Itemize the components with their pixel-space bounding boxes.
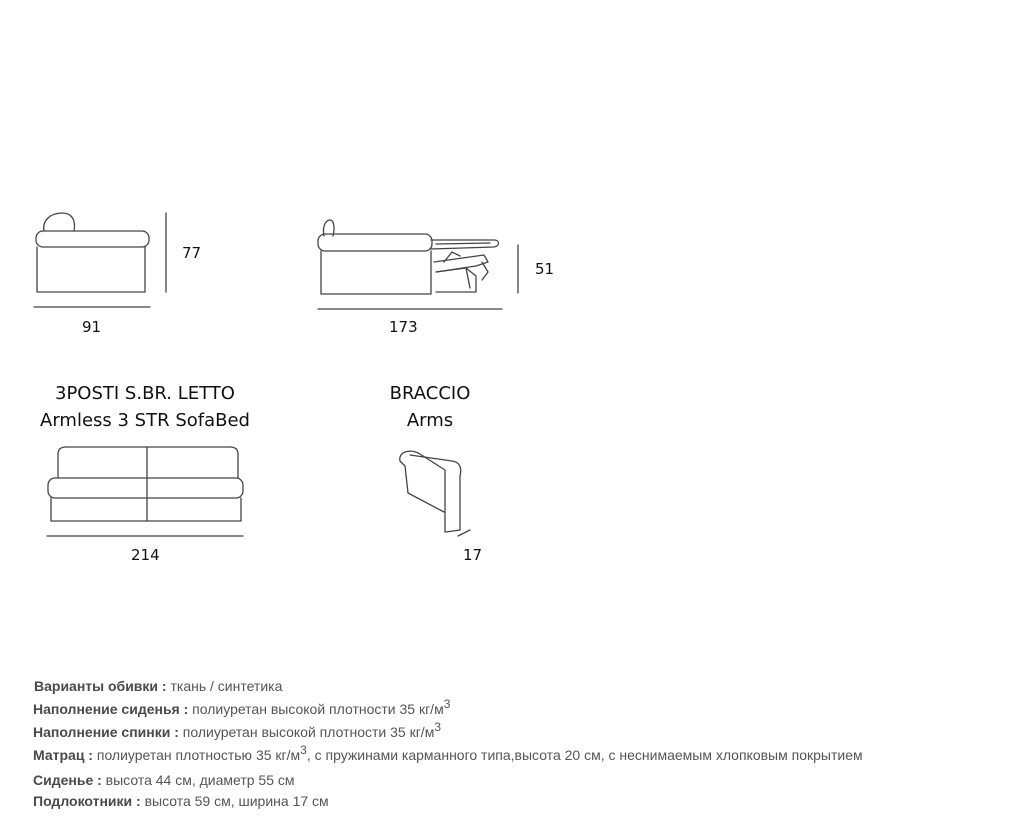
spec-back-filling-unit-exponent: 3: [434, 720, 442, 734]
spec-upholstery: Варианты обивки : ткань / синтетика: [34, 678, 282, 694]
spec-armrests: Подлокотники : высота 59 см, ширина 17 с…: [33, 793, 329, 809]
spec-back-filling-label: Наполнение спинки :: [33, 724, 179, 740]
spec-seat-filling-label: Наполнение сиденья :: [33, 701, 189, 717]
arm-drawing: [399, 450, 471, 537]
side-height-label: 77: [182, 244, 202, 262]
side-depth-label: 91: [82, 318, 102, 336]
spec-upholstery-value: ткань / синтетика: [166, 678, 283, 694]
spec-armrests-value: высота 59 см, ширина 17 см: [140, 793, 329, 809]
spec-seat-value: высота 44 см, диаметр 55 см: [101, 772, 295, 788]
sofabed-front-view-drawing: [46, 446, 244, 537]
sofabed-caption: 3POSTI S.BR. LETTO Armless 3 STR SofaBed: [20, 380, 270, 434]
sofabed-caption-english: Armless 3 STR SofaBed: [40, 410, 250, 431]
spec-seat-filling-value: полиуретан высокой плотности 35 кг/м: [188, 701, 444, 717]
arm-caption-italian: BRACCIO: [389, 383, 471, 404]
spec-mattress-value: полиуретан плотностью 35 кг/м: [92, 747, 301, 763]
arm-width-label: 17: [463, 546, 483, 564]
spec-seat-filling-unit-exponent: 3: [443, 697, 451, 711]
spec-seat-filling: Наполнение сиденья : полиуретан высокой …: [33, 698, 450, 717]
arm-caption-english: Arms: [406, 410, 454, 431]
spec-mattress-label: Матрац :: [33, 747, 93, 763]
bed-open-side-view-drawing: [317, 219, 519, 310]
spec-back-filling-value: полиуретан высокой плотности 35 кг/м: [178, 724, 435, 740]
spec-mattress-value-continued: , с пружинами карманного типа,высота 20 …: [306, 747, 863, 763]
bed-length-label: 173: [389, 318, 418, 336]
spec-mattress-unit-exponent: 3: [300, 743, 307, 757]
spec-seat-label: Сиденье :: [33, 772, 102, 788]
front-width-label: 214: [131, 546, 160, 564]
spec-upholstery-label: Варианты обивки :: [34, 678, 167, 694]
spec-back-filling: Наполнение спинки : полиуретан высокой п…: [33, 721, 441, 740]
spec-armrests-label: Подлокотники :: [33, 793, 141, 809]
spec-seat: Сиденье : высота 44 см, диаметр 55 см: [33, 772, 295, 788]
spec-mattress: Матрац : полиуретан плотностью 35 кг/м3,…: [33, 744, 863, 763]
bed-height-label: 51: [535, 260, 555, 278]
arm-caption: BRACCIO Arms: [360, 380, 500, 434]
side-view-drawing: [33, 212, 167, 308]
sofabed-caption-italian: 3POSTI S.BR. LETTO: [55, 383, 235, 404]
